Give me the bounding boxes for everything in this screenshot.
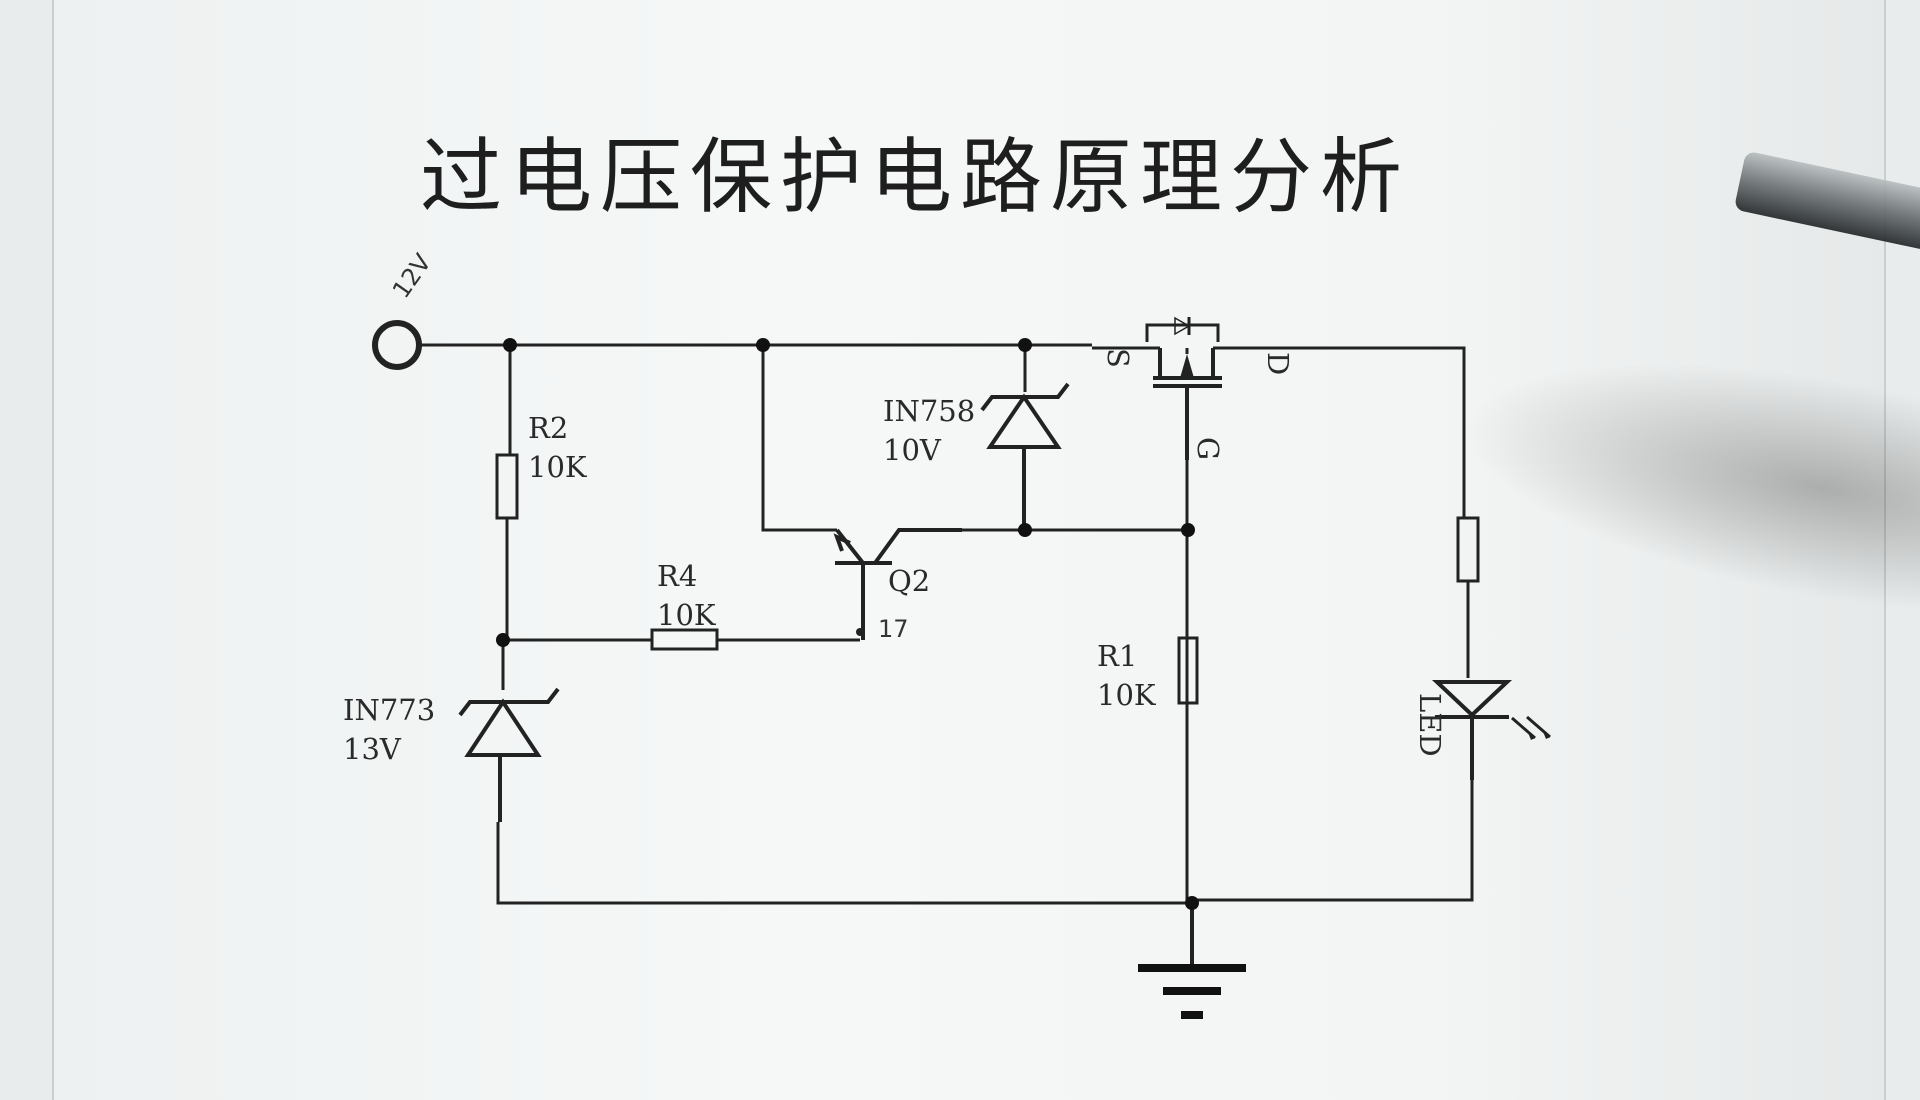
zener-bottom-triangle [464, 698, 542, 757]
base-voltage-note: 17 [878, 615, 909, 643]
zener-top-value: 10V [883, 433, 942, 467]
led-series-resistor [1456, 516, 1480, 583]
junction-dot [496, 633, 510, 647]
zener-bottom-value: 13V [343, 732, 402, 766]
zener-top-name: IN758 [883, 394, 975, 428]
q2-emitter-wire [761, 345, 837, 532]
paper-sheet [52, 0, 1886, 1100]
junction-dot [1185, 896, 1199, 910]
junction-dot [1018, 523, 1032, 537]
r2-name: R2 [528, 411, 568, 445]
zener-bottom-name: IN773 [343, 693, 435, 727]
input-terminal [372, 320, 422, 370]
r4-resistor [650, 628, 719, 651]
junction-dot [756, 338, 770, 352]
led-label: LED [1413, 693, 1447, 757]
junction-dot [1181, 523, 1195, 537]
r2-resistor [495, 453, 519, 520]
page-title: 过电压保护电路原理分析 [420, 130, 1411, 225]
q2-emitter-arrow [833, 533, 851, 552]
q2-collector-leg [873, 528, 962, 565]
r4-value: 10K [657, 598, 717, 632]
q2-emitter-leg [835, 528, 865, 565]
zener-bottom-bar [458, 687, 560, 717]
led-triangle [1431, 680, 1513, 718]
junction-dot [1018, 338, 1032, 352]
bottom-rail-left [496, 822, 1192, 905]
mosfet-arrow [1180, 354, 1194, 378]
body-diode-frame [1145, 323, 1220, 342]
mosfet-source-label: S [1101, 348, 1135, 368]
bottom-rail-right [1192, 780, 1474, 902]
supply-voltage-note: 12V [387, 248, 437, 303]
top-rail-right [1213, 346, 1466, 420]
body-diode-triangle [1174, 316, 1191, 336]
r1-value: 10K [1097, 678, 1157, 712]
q2-base-point [856, 628, 864, 636]
junction-dot [503, 338, 517, 352]
r1-name: R1 [1097, 639, 1137, 673]
r4-name: R4 [657, 559, 697, 593]
mosfet-gate-label: G [1191, 437, 1225, 460]
mosfet-legs [1158, 348, 1215, 378]
led-arrow-heads [1527, 729, 1550, 740]
r1-resistor [1177, 636, 1199, 705]
q2-name: Q2 [888, 564, 930, 598]
r2-value: 10K [528, 450, 588, 484]
mosfet-drain-label: D [1261, 352, 1295, 375]
zener-top-triangle [986, 393, 1062, 449]
